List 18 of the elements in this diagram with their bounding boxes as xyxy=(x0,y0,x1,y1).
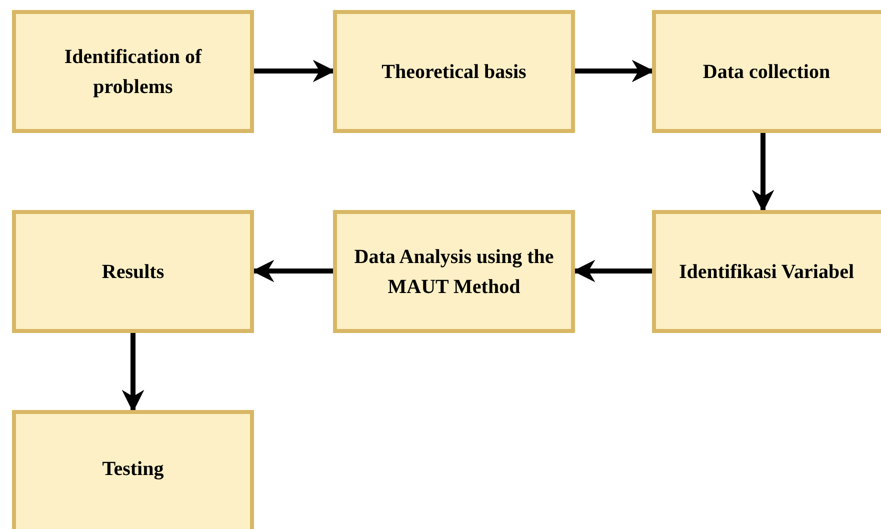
process-box xyxy=(12,210,254,333)
process-box xyxy=(652,210,881,333)
box-label: Theoretical basis xyxy=(380,60,528,84)
process-box xyxy=(12,10,254,133)
process-box xyxy=(333,210,575,333)
box-label: Identification of problems xyxy=(63,44,203,100)
process-box xyxy=(333,10,575,133)
box-label: Data Analysis using the MAUT Method xyxy=(353,244,555,300)
arrow xyxy=(752,133,774,212)
box-label: Results xyxy=(100,260,166,284)
arrow xyxy=(575,60,654,82)
box-label: Testing xyxy=(101,457,165,482)
process-box xyxy=(12,410,254,529)
process-box xyxy=(652,10,881,133)
arrow xyxy=(122,333,144,412)
box-label: Data collection xyxy=(702,60,832,84)
box-label: Identifikasi Variabel xyxy=(678,260,856,284)
arrow xyxy=(254,60,336,82)
